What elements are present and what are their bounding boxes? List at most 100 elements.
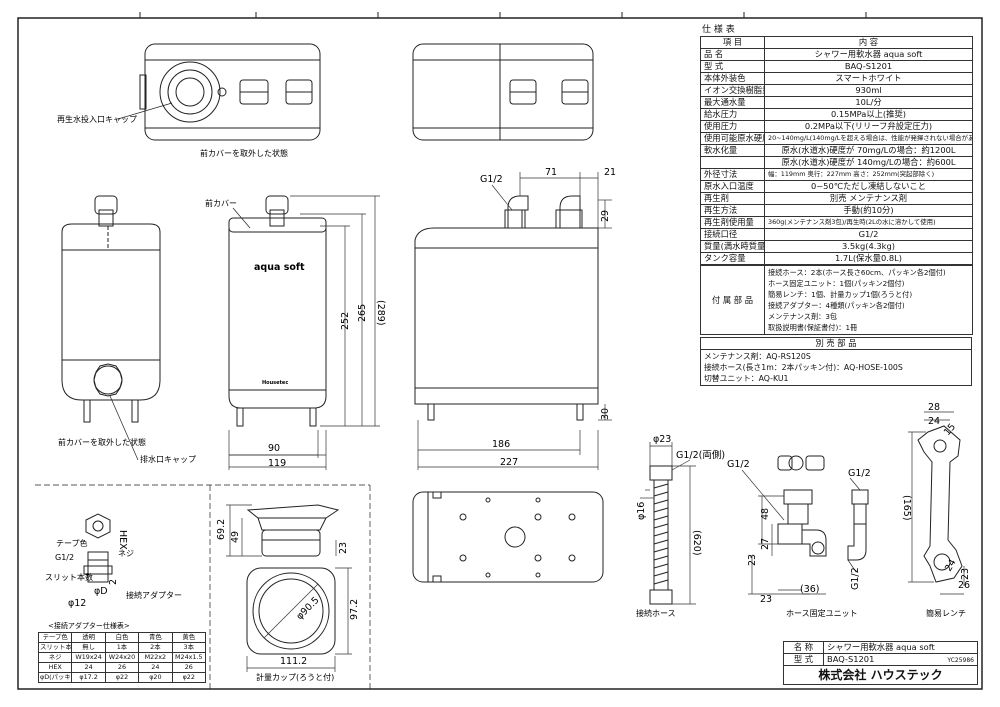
dim-side-21: 21 bbox=[604, 167, 616, 178]
spec-row: 外径寸法幅：119mm 奥行：227mm 高さ：252mm(突起部除く) bbox=[700, 168, 973, 181]
spec-row: 再生方法手動(約10分) bbox=[700, 204, 973, 217]
hose-unit-drawing bbox=[777, 455, 869, 561]
adapter-cell: φD(パッキン部) bbox=[37, 672, 73, 683]
adapter-cell: 3本 bbox=[171, 642, 207, 653]
adapter-cell: 白色 bbox=[104, 632, 140, 643]
dim-side-30: 30 bbox=[600, 408, 611, 420]
dim-u48: 48 bbox=[760, 508, 771, 520]
dim-u23b: 23 bbox=[760, 594, 772, 605]
title-name-value: シャワー用軟水器 aqua soft bbox=[823, 641, 978, 654]
accessory-item: 接続アダプター：4種類(パッキン各2個付) bbox=[768, 301, 905, 310]
spec-item: イオン交換樹脂量 bbox=[700, 84, 765, 97]
label-unit-g12-c: G1/2 bbox=[850, 567, 861, 590]
accessory-item: ホース固定ユニット：1個(パッキン2個付) bbox=[768, 279, 905, 288]
spec-item: 本体外装色 bbox=[700, 72, 765, 85]
spec-value: 3.5kg(4.3kg) bbox=[764, 240, 973, 253]
leader-inlet-cap bbox=[117, 102, 173, 120]
title-model-label: 型 式 bbox=[783, 653, 824, 666]
adapter-table-wrap: テープ色透明白色青色黄色スリット本数無し1本2本3本ネジW19x24W24x20… bbox=[37, 632, 207, 683]
front-dims bbox=[228, 195, 380, 470]
adapter-cell: スリット本数 bbox=[37, 642, 73, 653]
title-company-row: 株式会社 ハウステック bbox=[783, 665, 978, 685]
adapter-cell: 透明 bbox=[71, 632, 106, 643]
spec-item: 質量(満水時質量) bbox=[700, 240, 765, 253]
adapter-row: スリット本数無し1本2本3本 bbox=[37, 642, 207, 653]
dim-front-90: 90 bbox=[268, 443, 280, 454]
adapter-cell: テープ色 bbox=[37, 632, 73, 643]
spec-accessories-table: 付 属 部 品 接続ホース：2本(ホース長さ60cm、パッキン各2個付)ホース固… bbox=[700, 265, 973, 335]
dim-side-29: 29 bbox=[600, 210, 611, 222]
spec-header-row: 項 目 内 容 bbox=[700, 36, 973, 49]
adapter-row: テープ色透明白色青色黄色 bbox=[37, 632, 207, 643]
spec-item: 使用圧力 bbox=[700, 120, 765, 133]
spec-item: 原水入口温度 bbox=[700, 180, 765, 193]
dim-front-265: 265 bbox=[357, 304, 368, 322]
spec-value: 360g(メンテナンス剤3包)/再生時(2Lの水に溶かして使用) bbox=[764, 216, 973, 229]
label-wrench: 簡易レンチ bbox=[926, 608, 966, 618]
option-item: メンテナンス剤：AQ-RS120S bbox=[704, 352, 811, 361]
side-dims bbox=[417, 172, 612, 470]
title-block-table: 名 称 シャワー用軟水器 aqua soft 型 式 BAQ-S1201 YC2… bbox=[783, 641, 978, 685]
accessory-item: 接続ホース：2本(ホース長さ60cm、パッキン各2個付) bbox=[768, 268, 946, 277]
spec-accessories-list: 接続ホース：2本(ホース長さ60cm、パッキン各2個付) ホース固定ユニット：1個… bbox=[764, 265, 973, 335]
spec-col-content: 内 容 bbox=[764, 36, 973, 49]
title-company: 株式会社 ハウステック bbox=[783, 665, 978, 685]
dim-cup-49: 49 bbox=[230, 531, 241, 543]
spec-row: 本体外装色スマートホワイト bbox=[700, 72, 973, 85]
front-brand: aqua soft bbox=[254, 262, 305, 273]
spec-value: 幅：119mm 奥行：227mm 高さ：252mm(突起部除く) bbox=[764, 168, 973, 181]
spec-item: 最大通水量 bbox=[700, 96, 765, 109]
label-unit-g12-a: G1/2 bbox=[727, 459, 750, 470]
hose-drawing bbox=[649, 465, 673, 605]
dim-a12: φ12 bbox=[68, 598, 86, 609]
dim-side-71: 71 bbox=[545, 167, 557, 178]
dim-cup-905: φ90.5 bbox=[294, 595, 321, 622]
dim-w24b: 24 bbox=[943, 558, 959, 574]
dim-w165: (165) bbox=[901, 495, 912, 521]
adapter-cell: M24x1.5 bbox=[171, 652, 207, 663]
spec-row: 原水(水道水)硬度が 140mg/Lの場合：約600L bbox=[700, 156, 973, 169]
dim-aD: φD bbox=[94, 586, 108, 597]
dim-front-252: 252 bbox=[340, 312, 351, 330]
dim-w28: 28 bbox=[928, 402, 940, 413]
spec-value: 別売 メンテナンス剤 bbox=[764, 192, 973, 205]
label-cover-removed-front: 前カバーを取外した状態 bbox=[58, 437, 146, 447]
label-measuring-cup: 計量カップ(ろうと付) bbox=[256, 672, 334, 682]
border-ticks bbox=[139, 12, 867, 18]
spec-options-head: 別 売 部 品 bbox=[700, 337, 972, 350]
spec-value: シャワー用軟水器 aqua soft bbox=[764, 48, 973, 61]
adapter-table-body: テープ色透明白色青色黄色スリット本数無し1本2本3本ネジW19x24W24x20… bbox=[37, 632, 207, 683]
dim-side-186: 186 bbox=[492, 439, 510, 450]
front-view bbox=[228, 195, 327, 427]
adapter-cell: φ20 bbox=[138, 672, 173, 683]
label-thread: ネジ bbox=[118, 549, 134, 558]
accessory-item: メンテナンス剤：3包 bbox=[768, 312, 838, 321]
spec-value: 原水(水道水)硬度が 140mg/Lの場合：約600L bbox=[764, 156, 973, 169]
dim-front-119: 119 bbox=[268, 458, 286, 469]
spec-item: 型 式 bbox=[700, 60, 765, 73]
label-slit-count: スリット本数 bbox=[45, 572, 93, 582]
measuring-cup-drawing bbox=[246, 504, 340, 655]
adapter-table: テープ色透明白色青色黄色スリット本数無し1本2本3本ネジW19x24W24x20… bbox=[37, 632, 207, 683]
dim-hose-16: φ16 bbox=[636, 502, 647, 520]
label-inlet-cap: 再生水投入口キャップ bbox=[57, 114, 137, 124]
dim-front-289: (289) bbox=[375, 300, 386, 326]
spec-value: 10L/分 bbox=[764, 96, 973, 109]
spec-value: 0.15MPa以上(推奨) bbox=[764, 108, 973, 121]
cup-dims bbox=[226, 504, 352, 672]
dim-w26: 26 bbox=[958, 580, 970, 591]
adapter-cell: HEX bbox=[37, 662, 73, 673]
title-model-cell: BAQ-S1201 YC25986 bbox=[823, 653, 978, 666]
